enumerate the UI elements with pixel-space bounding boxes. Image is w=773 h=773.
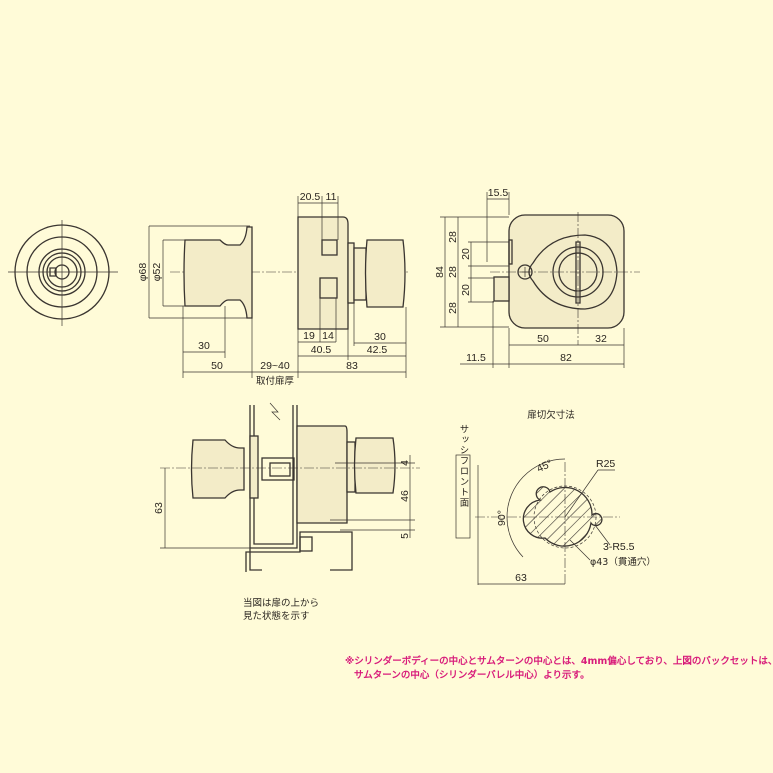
dim-28-mid: 28 [447, 266, 459, 278]
dim-84: 84 [434, 266, 446, 278]
dim-46: 46 [399, 490, 411, 502]
note-line2: サムターンの中心（シリンダーバレル中心）より示す。 [354, 669, 590, 681]
dim-30-thumb: 30 [374, 331, 386, 343]
dim-63-cutout: 63 [515, 572, 527, 584]
dim-r25: R25 [596, 458, 615, 470]
dim-phi43: φ43（貫通穴） [590, 556, 656, 568]
dim-28-top: 28 [447, 231, 459, 243]
dim-20-bot: 20 [460, 284, 472, 296]
dim-50-backset: 50 [537, 333, 549, 345]
dim-83: 83 [346, 360, 358, 372]
dim-50: 50 [211, 360, 223, 372]
dim-30: 30 [198, 340, 210, 352]
dim-11: 11 [326, 191, 337, 203]
dim-4: 4 [399, 460, 411, 466]
door-thickness-label: 取付扉厚 [256, 375, 295, 387]
plan-caption-line2: 見た状態を示す [243, 610, 310, 622]
dim-dia52: φ52 [151, 263, 163, 282]
dim-40-5: 40.5 [311, 344, 332, 356]
dim-15-5: 15.5 [488, 187, 509, 199]
note-line1: ※シリンダーボディーの中心とサムターンの中心とは、4mm偏心しており、上図のバッ… [345, 655, 773, 667]
dim-3-r5-5: 3-R5.5 [603, 541, 635, 553]
keyway-icon [54, 264, 70, 280]
plan-view: 63 4 46 5 当図は扉の上から 見た状態を示す [153, 402, 420, 622]
dim-28-bot: 28 [447, 302, 459, 314]
dim-42-5: 42.5 [367, 344, 388, 356]
plan-caption-line1: 当図は扉の上から [243, 597, 319, 609]
side-view-body: 20.5 11 19 14 30 40.5 42.5 83 [297, 191, 407, 378]
dim-dia68: φ68 [137, 263, 149, 282]
dim-82: 82 [560, 352, 572, 364]
cutout-title: 扉切欠寸法 [527, 409, 575, 421]
cutout-diagram: 扉切欠寸法 サッシフロント面 R25 3-R5.5 φ43（貫通穴） 45° 9… [455, 409, 656, 585]
dim-63-plan: 63 [153, 502, 165, 514]
dim-door-thickness: 29~40 [260, 360, 290, 372]
side-view-knob: φ68 φ52 30 50 29~40 取付扉厚 [137, 225, 410, 387]
back-view: 84 28 28 28 20 20 15.5 50 32 82 11.5 [434, 187, 640, 368]
front-view [8, 220, 118, 326]
sash-front-label: サッシフロント面 [458, 424, 470, 508]
dim-5: 5 [399, 533, 411, 539]
angle-90: 90° [496, 510, 508, 526]
dim-19: 19 [303, 330, 315, 342]
dim-32: 32 [595, 333, 607, 345]
dim-14: 14 [322, 330, 334, 342]
dim-20-5: 20.5 [300, 191, 321, 203]
dim-20-top: 20 [460, 248, 472, 260]
dim-11-5: 11.5 [466, 352, 486, 364]
